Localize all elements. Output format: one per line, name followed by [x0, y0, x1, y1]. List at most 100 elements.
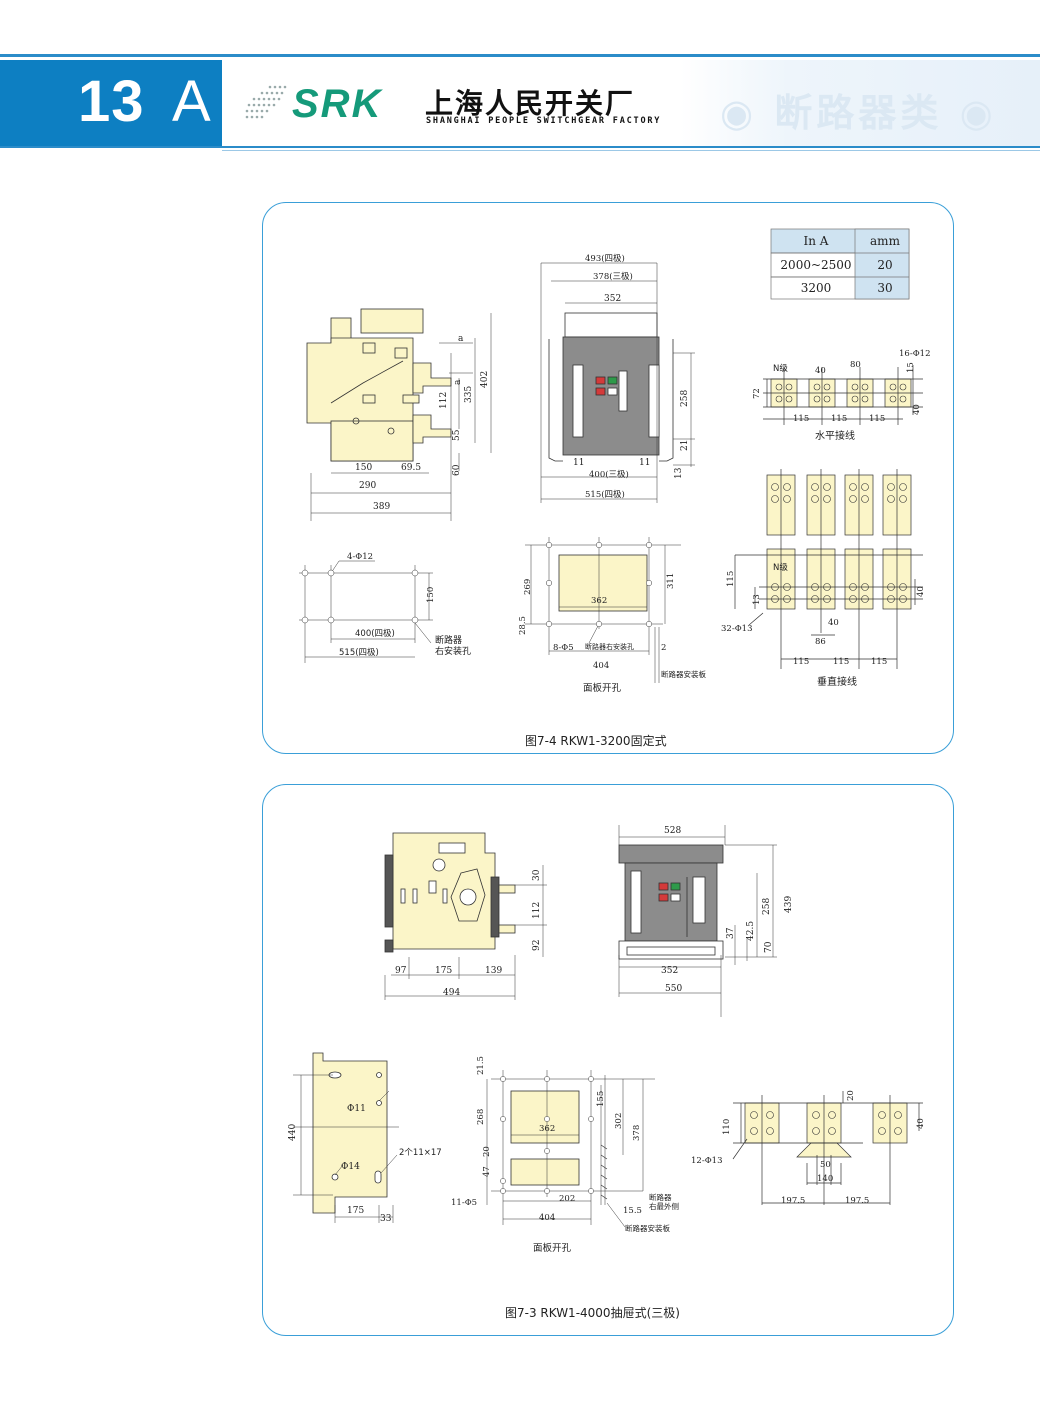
dim-40-vertical: 40 [828, 618, 839, 628]
label-right-holes: 右安装孔 [435, 645, 471, 657]
brand-logo: SRK [292, 82, 383, 126]
label-rightmost: 右最外侧 [649, 1201, 679, 1211]
vertical-wiring-holes [771, 483, 907, 603]
dim-70: 70 [764, 941, 774, 953]
dim-197-5-right: 197.5 [845, 1196, 869, 1206]
panel-cutout-drawout [486, 1070, 655, 1228]
dim-112: 112 [439, 392, 449, 409]
dim-60: 60 [452, 464, 462, 476]
dim-528: 528 [664, 826, 681, 836]
dim-33: 33 [380, 1214, 392, 1224]
drawing-fixed-type: In A amm 2000~2500 20 3200 30 [299, 228, 930, 748]
dim-258: 258 [680, 390, 690, 407]
mounting-holes-fixed [299, 560, 433, 663]
dim-150: 150 [426, 587, 436, 603]
dim-197-5-left: 197.5 [781, 1196, 805, 1206]
vertical-wiring [734, 469, 923, 669]
dim-11-left: 11 [573, 458, 584, 468]
dim-378: 378(三极) [593, 271, 633, 282]
dim-352: 352 [604, 294, 621, 304]
dim-40-right: 40 [916, 586, 926, 597]
dim-440: 440 [288, 1124, 298, 1141]
panel-cutout-fixed [525, 537, 681, 683]
dim-40-right: 40 [912, 404, 922, 415]
dim-155: 155 [596, 1091, 606, 1107]
dim-362: 362 [591, 596, 607, 606]
dim-115: 115 [831, 414, 847, 424]
dim-515: 515(四极) [339, 647, 379, 658]
page-number: 13 [78, 69, 145, 134]
dim-115: 115 [871, 657, 887, 667]
dim-389: 389 [373, 502, 390, 512]
company-name-en: SHANGHAI PEOPLE SWITCHGEAR FACTORY [426, 116, 662, 126]
horizontal-wiring-holes [775, 383, 907, 403]
dim-2: 2 [661, 643, 666, 653]
dim-140: 140 [817, 1174, 833, 1184]
dim-15-5: 15.5 [623, 1206, 642, 1216]
dim-97: 97 [395, 966, 407, 976]
dim-400: 400(四极) [355, 628, 395, 639]
dim-37: 37 [726, 927, 736, 939]
dim-86: 86 [815, 637, 826, 647]
dim-8-phi5: 8-Φ5 [553, 643, 574, 653]
page-letter: A [172, 69, 211, 134]
dim-n-pole-vertical: N级 [773, 562, 788, 573]
dot-pattern-icon [245, 85, 287, 119]
label-horizontal-wiring: 水平接线 [815, 429, 855, 442]
label-breaker: 断路器 [435, 634, 462, 646]
drawing-drawout-type: 30 112 92 97 175 139 494 528 [288, 825, 926, 1320]
side-view-drawout [384, 832, 516, 953]
front-view-drawout [618, 844, 724, 960]
side-view-dims [310, 313, 492, 521]
busbar-drawout [732, 1091, 923, 1205]
dim-16-phi12: 16-Φ12 [899, 349, 930, 359]
dim-42-5: 42.5 [746, 921, 756, 941]
mounting-plate-dims [293, 1074, 398, 1223]
dim-11-phi5: 11-Φ5 [451, 1198, 477, 1208]
rating-table: In A amm 2000~2500 20 3200 30 [770, 228, 910, 300]
dim-13: 13 [752, 594, 762, 605]
figure-caption-fixed: 图7-4 RKW1-3200固定式 [525, 733, 667, 748]
front-view-drawout-dims [618, 825, 777, 1017]
side-view-fixed [306, 308, 452, 462]
dim-400: 400(三极) [589, 469, 629, 480]
top-rule [0, 54, 1040, 57]
dim-55: 55 [452, 429, 462, 441]
dim-402: 402 [480, 371, 490, 388]
dim-112: 112 [532, 902, 542, 919]
dim-slot: 2个11×17 [399, 1148, 442, 1158]
dim-a: a [458, 334, 464, 344]
company-name-cn: 上海人民开关厂 [425, 87, 636, 120]
horizontal-wiring [763, 365, 923, 425]
dim-378: 378 [632, 1125, 642, 1141]
dim-150: 150 [355, 463, 372, 473]
dim-phi14: Φ14 [341, 1162, 360, 1172]
dim-258: 258 [762, 898, 772, 915]
dim-11-right: 11 [639, 458, 650, 468]
dim-202: 202 [559, 1194, 575, 1204]
dim-335: 335 [464, 386, 474, 403]
front-view-fixed [548, 312, 674, 462]
table-cell: 2000~2500 [780, 258, 851, 272]
dim-20: 20 [846, 1090, 856, 1101]
table-cell: 3200 [801, 281, 832, 295]
dim-115: 115 [793, 414, 809, 424]
dim-47: 47 [482, 1166, 492, 1177]
dim-175: 175 [435, 966, 452, 976]
front-view-dims [540, 262, 695, 503]
dim-290: 290 [359, 481, 376, 491]
dim-21: 21 [680, 440, 690, 451]
dim-175: 175 [347, 1206, 364, 1216]
dim-69-5: 69.5 [401, 463, 421, 473]
dim-72: 72 [752, 388, 762, 399]
table-header-in: In A [804, 234, 829, 248]
dim-110: 110 [722, 1119, 732, 1135]
mounting-plate-drawout [293, 1052, 399, 1214]
category-title: ◉ 断路器类 ◉ [720, 91, 997, 135]
dim-92: 92 [532, 940, 542, 951]
busbar-holes [750, 1111, 902, 1135]
dim-40: 40 [916, 1118, 926, 1129]
dim-550: 550 [665, 984, 682, 994]
dim-13: 13 [674, 467, 684, 479]
page-header: 13 A SRK 上海人民开关厂 SHANGHAI PEOPLE SWITCHG… [0, 60, 1040, 146]
